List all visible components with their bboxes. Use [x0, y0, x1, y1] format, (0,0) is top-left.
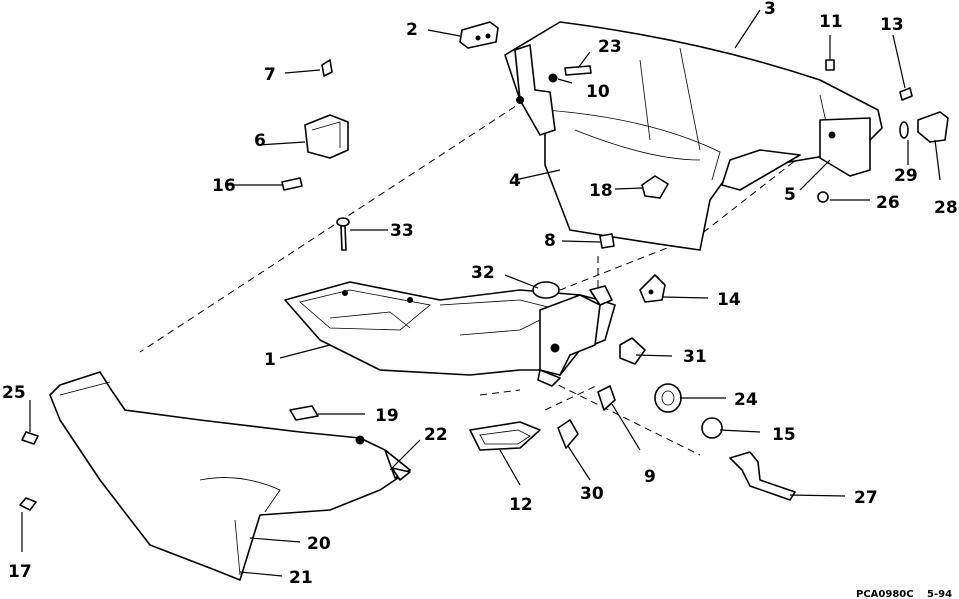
part-9-bracket — [597, 385, 616, 411]
callout-19: 19 — [375, 406, 399, 426]
front-hinge — [514, 44, 556, 136]
part-28-latch — [917, 111, 949, 143]
callout-30: 30 — [580, 484, 604, 504]
part-31-boot — [619, 337, 646, 365]
part-30-bracket — [557, 419, 579, 449]
part-17-screw — [19, 497, 37, 511]
part-24-collar — [654, 383, 682, 413]
callout-22: 22 — [424, 425, 448, 445]
callout-15: 15 — [772, 425, 796, 445]
callout-27: 27 — [854, 488, 878, 508]
part-13-screw — [899, 87, 913, 101]
part-18-grommet — [641, 175, 669, 199]
callout-16: 16 — [212, 176, 236, 196]
part-1-cowl-frame — [284, 281, 616, 387]
callout-33: 33 — [390, 221, 414, 241]
callout-14: 14 — [717, 290, 741, 310]
callout-26: 26 — [876, 193, 900, 213]
callout-31: 31 — [683, 347, 707, 367]
callout-17: 17 — [8, 562, 32, 582]
callout-12: 12 — [509, 495, 533, 515]
footer: PCA0980C 5-94 — [856, 589, 952, 599]
part-26-pin — [817, 191, 829, 203]
part-22-flap — [391, 467, 411, 481]
part-11-screw — [825, 59, 835, 71]
part-25-screw — [21, 431, 39, 445]
callout-20: 20 — [307, 534, 331, 554]
callout-3: 3 — [764, 0, 776, 19]
callout-25: 25 — [2, 383, 26, 403]
part-16-screw — [281, 177, 303, 191]
drawing-code: PCA0980C — [856, 589, 914, 599]
drawing-date: 5-94 — [927, 589, 952, 599]
part-5-rear-bracket — [721, 117, 871, 191]
part-29-clip — [899, 121, 909, 139]
callout-9: 9 — [644, 467, 656, 487]
part-23-screw — [564, 65, 592, 76]
part-14-plate — [639, 274, 666, 303]
part-6-bracket — [304, 114, 349, 159]
callout-2: 2 — [406, 20, 418, 40]
callout-29: 29 — [894, 166, 918, 186]
callout-5: 5 — [784, 185, 796, 205]
part-27-lever — [729, 451, 796, 501]
callout-21: 21 — [289, 568, 313, 588]
leader-lines — [21, 9, 941, 577]
callout-1: 1 — [264, 350, 276, 370]
part-15-bushing — [701, 417, 723, 439]
callout-6: 6 — [254, 131, 266, 151]
callout-23: 23 — [598, 37, 622, 57]
callout-labels: 1 2 3 4 5 6 7 8 9 10 11 12 13 14 15 16 1… — [2, 0, 958, 588]
part-8-clip — [599, 233, 615, 249]
callout-32: 32 — [471, 263, 495, 283]
callout-8: 8 — [544, 231, 556, 251]
part-32-plug — [532, 281, 560, 299]
part-2-block — [459, 21, 499, 49]
part-7-clip — [321, 59, 333, 77]
part-33-bolt — [336, 217, 350, 251]
callout-4: 4 — [509, 171, 521, 191]
callout-18: 18 — [589, 181, 613, 201]
part-12-seal — [469, 421, 541, 451]
part-20-lower-cowl — [49, 371, 411, 581]
part-3-upper-cover — [504, 21, 883, 251]
callout-28: 28 — [934, 198, 958, 218]
callout-11: 11 — [819, 12, 843, 32]
callout-24: 24 — [734, 390, 758, 410]
part-19-pad — [289, 405, 319, 421]
callout-13: 13 — [880, 15, 904, 35]
part-10-washer — [548, 73, 558, 83]
callout-10: 10 — [586, 82, 610, 102]
callout-7: 7 — [264, 65, 276, 85]
